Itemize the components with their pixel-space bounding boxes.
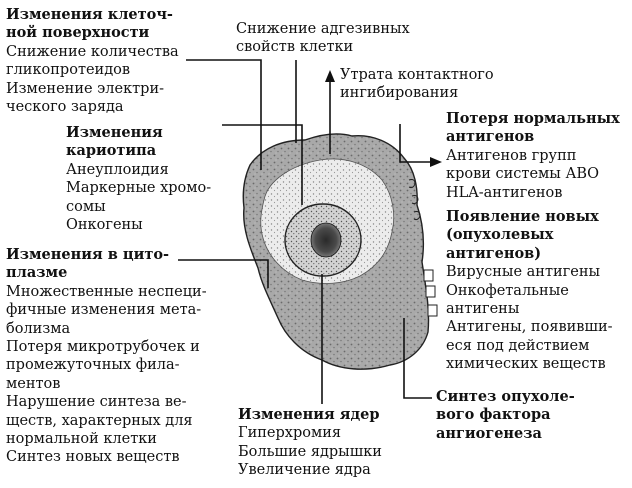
cell-surface-changes-block: Изменения клеточ- ной поверхности Снижен… [6,6,179,116]
block-line: ческого заряда [6,99,124,116]
block-line: Снижение количества [6,43,179,60]
block-line: крови системы АВО [446,166,599,183]
contact-inhibition-block: Утрата контактного ингибирования [340,66,494,103]
block-heading: Синтез опухоле- [436,388,575,405]
block-line: ществ, характерных для [6,412,193,429]
block-line: ментов [6,375,61,392]
block-line: Анеуплоидия [66,161,169,178]
block-line: Синтез новых веществ [6,449,180,466]
block-line: гликопротеидов [6,62,131,79]
antigen-markers [423,269,438,317]
block-line: Увеличение ядра [238,462,371,479]
block-line: свойств клетки [236,39,354,56]
block-line: нормальной клетки [6,431,157,448]
block-heading: кариотипа [66,142,157,160]
leader-lines [178,59,433,404]
block-heading: Появление новых [446,208,599,225]
karyotype-block: Изменения кариотипа Анеуплоидия Маркерны… [66,124,211,234]
block-heading: вого фактора [436,406,551,424]
arrowheads [325,70,442,167]
block-line: Гиперхромия [238,425,342,442]
block-line: промежуточных фила- [6,357,180,374]
block-heading: антигенов [446,128,535,146]
block-heading: (опухолевых [446,226,554,244]
nucleus-changes-block: Изменения ядер Гиперхромия Большие ядрыш… [238,406,382,480]
block-line: Онкогены [66,217,143,234]
block-line: сомы [66,198,106,215]
block-heading: плазме [6,264,68,282]
block-line: Антигенов групп [446,147,577,164]
block-line: фичные изменения мета- [6,302,202,319]
block-line: Изменение электри- [6,80,165,97]
block-line: HLA-антигенов [446,184,563,201]
block-line: Вирусные антигены [446,264,601,281]
block-line: Онкофетальные [446,282,569,299]
block-heading: антигенов) [446,244,542,262]
block-line: Потеря микротрубочек и [6,339,200,356]
block-heading: Изменения [66,124,163,141]
normal-antigens-block: Потеря нормальных антигенов Антигенов гр… [446,110,620,202]
block-line: химических веществ [446,356,606,373]
block-line: болизма [6,320,71,337]
block-line: Маркерные хромо- [66,180,212,197]
block-line: Антигены, появивши- [446,319,613,336]
block-line: Большие ядрышки [238,443,382,460]
cytoplasm-changes-block: Изменения в цито- плазме Множественные н… [6,246,207,467]
nucleolus [310,222,342,258]
new-antigens-block: Появление новых (опухолевых антигенов) В… [446,208,613,374]
block-heading: Изменения клеточ- [6,6,173,23]
block-heading: Потеря нормальных [446,110,620,127]
adhesion-block: Снижение адгезивных свойств клетки [236,20,410,57]
block-line: Нарушение синтеза ве- [6,394,187,411]
block-heading: Изменения ядер [238,406,380,423]
block-line: Снижение адгезивных [236,21,410,37]
surface-protrusions [408,179,421,221]
block-heading: Изменения в цито- [6,246,170,263]
block-heading: ангиогенеза [436,424,542,442]
block-line: Утрата контактного [340,67,494,83]
block-heading: ной поверхности [6,24,150,42]
block-line: антигены [446,301,520,318]
block-line: ингибирования [340,85,459,102]
angiogenesis-block: Синтез опухоле- вого фактора ангиогенеза [436,388,575,443]
block-line: еся под действием [446,337,590,354]
block-line: Множественные неспеци- [6,283,207,300]
